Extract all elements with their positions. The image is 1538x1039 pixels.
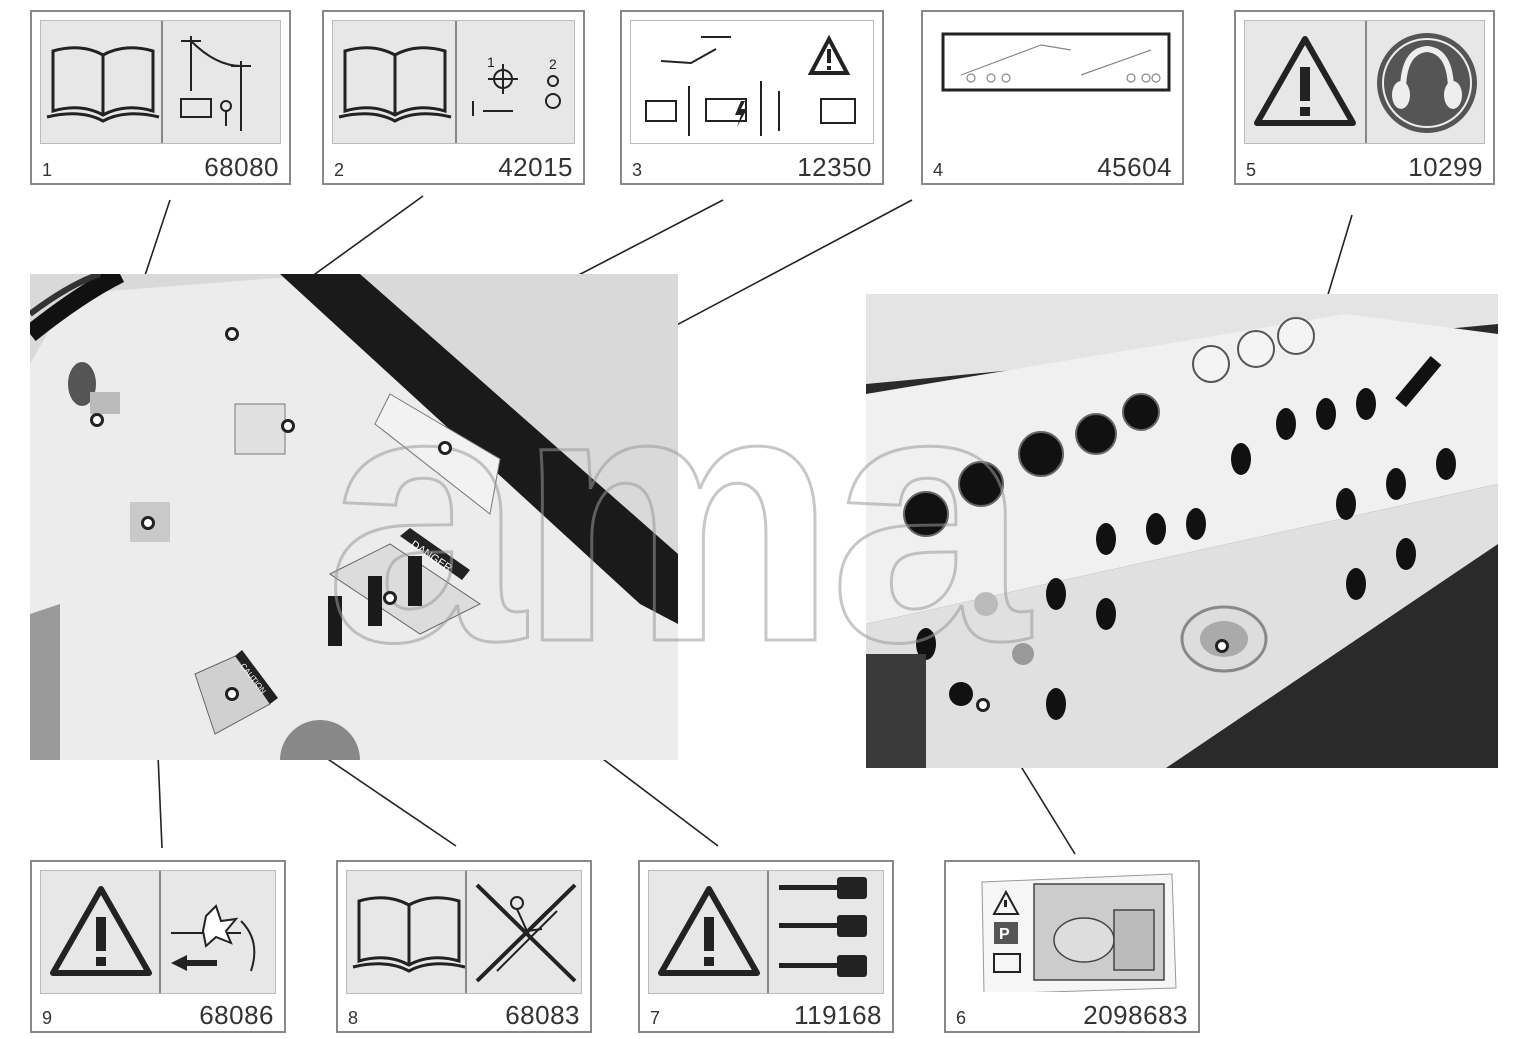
marker-9 xyxy=(141,516,155,530)
decal-part-number: 10299 xyxy=(1408,152,1483,182)
decal-part-number: 68080 xyxy=(204,152,279,182)
decal-art xyxy=(346,870,582,994)
decal-label-4: 4 45604 xyxy=(921,10,1184,185)
marker-7 xyxy=(383,591,397,605)
watermark-logo: ama xyxy=(325,340,1041,670)
decal-part-number: 119168 xyxy=(794,1000,882,1030)
decal-part-number: 2098683 xyxy=(1083,1000,1188,1030)
machine-panel-illustration: DANGER CAUTION xyxy=(30,274,678,760)
decal-index: 6 xyxy=(956,1008,967,1028)
decal-art: 1 2 xyxy=(332,20,575,144)
decal-label-2: 1 2 2 42015 xyxy=(322,10,585,185)
svg-text:1: 1 xyxy=(487,54,495,70)
decal-art xyxy=(40,870,276,994)
warning-crush-icon xyxy=(50,871,256,993)
control-panel-illustration xyxy=(866,294,1498,768)
marker-6 xyxy=(976,698,990,712)
marker-2 xyxy=(225,327,239,341)
decal-part-number: 68083 xyxy=(505,1000,580,1030)
marker-8 xyxy=(225,687,239,701)
marker-1 xyxy=(90,413,104,427)
decal-art xyxy=(648,870,884,994)
decal-label-1: 1 68080 xyxy=(30,10,291,185)
decal-index: 9 xyxy=(42,1008,53,1028)
left-machine-photo: DANGER CAUTION xyxy=(30,274,678,760)
decal-index: 1 xyxy=(42,160,53,180)
decal-index: 2 xyxy=(334,160,345,180)
marker-5 xyxy=(1215,639,1229,653)
decal-label-9: 9 68086 xyxy=(30,860,286,1033)
warning-and-ear-protection-icon xyxy=(1254,21,1477,143)
marker-4 xyxy=(438,441,452,455)
decal-art: P xyxy=(954,870,1190,994)
marker-3 xyxy=(281,419,295,433)
decal-label-6: P 6 2098683 xyxy=(944,860,1200,1033)
decal-label-7: 7 119168 xyxy=(638,860,894,1033)
manual-and-powerline-icon xyxy=(46,21,251,143)
decal-art xyxy=(1244,20,1485,144)
warning-levers-icon xyxy=(658,871,867,993)
decal-art xyxy=(931,20,1174,144)
decal-part-number: 42015 xyxy=(498,152,573,182)
decal-part-number: 45604 xyxy=(1097,152,1172,182)
decal-label-3: 3 12350 xyxy=(620,10,884,185)
decal-art xyxy=(630,20,874,144)
manual-no-climbing-icon xyxy=(352,871,577,993)
parking-battery-icon: P xyxy=(981,873,1177,992)
decal-index: 3 xyxy=(632,160,643,180)
right-control-panel-photo xyxy=(866,294,1498,768)
decal-art xyxy=(40,20,281,144)
battery-warning-icon xyxy=(645,34,856,136)
decal-part-number: 68086 xyxy=(199,1000,274,1030)
svg-text:2: 2 xyxy=(549,56,557,72)
manual-and-gear-icon: 1 2 xyxy=(338,21,561,143)
decal-label-5: 5 10299 xyxy=(1234,10,1495,185)
svg-text:P: P xyxy=(999,926,1010,943)
decal-index: 4 xyxy=(933,160,944,180)
decal-index: 8 xyxy=(348,1008,359,1028)
decal-label-8: 8 68083 xyxy=(336,860,592,1033)
decal-index: 7 xyxy=(650,1008,661,1028)
machine-outline-icon xyxy=(941,32,1171,92)
decal-part-number: 12350 xyxy=(797,152,872,182)
svg-text:ama: ama xyxy=(325,340,1032,670)
decal-index: 5 xyxy=(1246,160,1257,180)
